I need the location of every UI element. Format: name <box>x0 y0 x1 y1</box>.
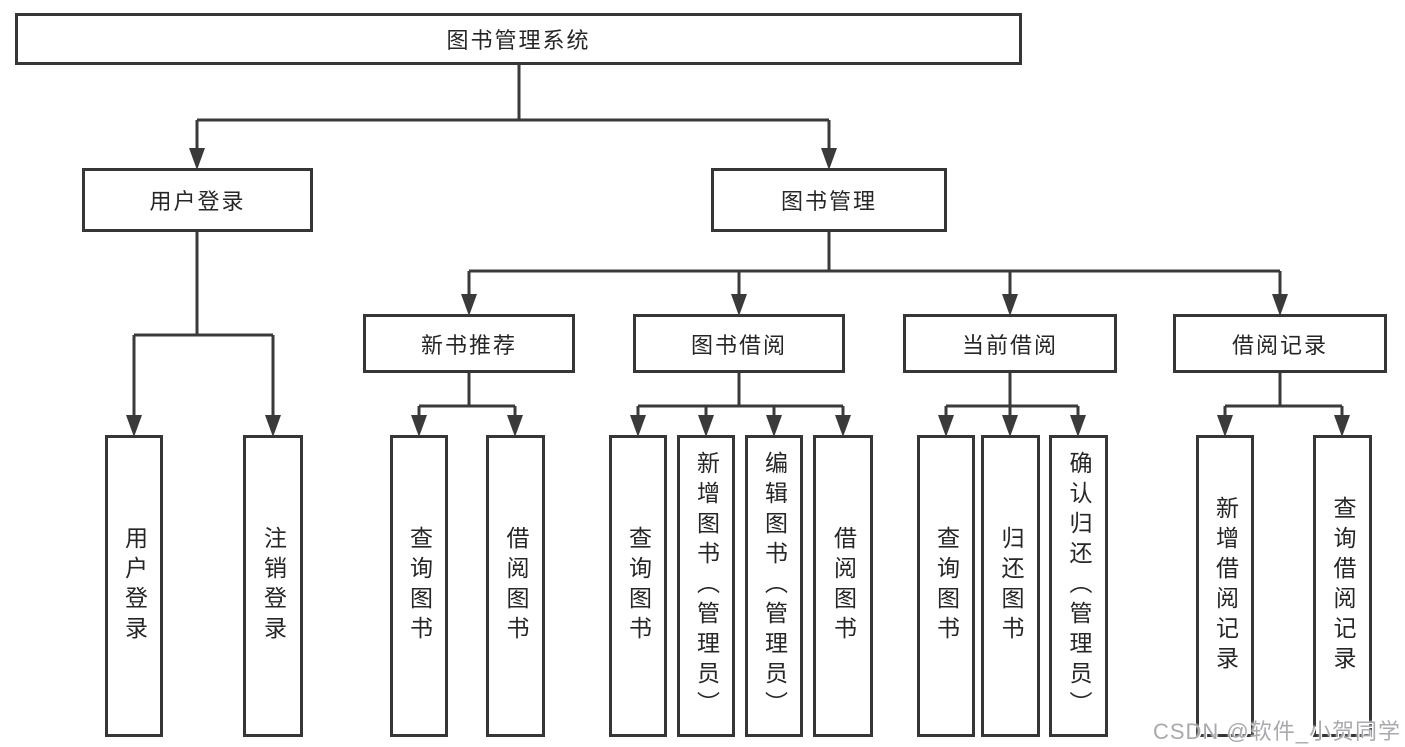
node-new-book-recommend: 新书推荐 <box>363 314 575 373</box>
leaf-recommend-query-book: 查询图书 <box>390 435 448 737</box>
leaf-query-borrow-record: 查询借阅记录 <box>1313 435 1372 737</box>
leaf-borrow-query-book: 查询图书 <box>609 435 667 737</box>
node-new-book-recommend-label: 新书推荐 <box>420 332 517 358</box>
leaf-add-book-admin: 新增图书（管理员） <box>677 435 735 737</box>
leaf-edit-book-admin: 编辑图书（管理员） <box>745 435 803 737</box>
leaf-user-login-label: 用户登录 <box>121 526 148 646</box>
leaf-add-borrow-record-label: 新增借阅记录 <box>1212 496 1239 676</box>
leaf-user-login: 用户登录 <box>105 435 163 737</box>
leaf-edit-book-admin-label: 编辑图书（管理员） <box>761 451 788 721</box>
leaf-return-book-label: 归还图书 <box>998 526 1024 646</box>
node-user-login: 用户登录 <box>82 168 313 232</box>
leaf-recommend-borrow-book: 借阅图书 <box>486 435 545 737</box>
leaf-confirm-return-admin: 确认归还（管理员） <box>1049 435 1108 737</box>
node-book-borrow-label: 图书借阅 <box>690 332 787 358</box>
watermark: CSDN @软件_小贺同学 <box>1152 719 1401 744</box>
leaf-recommend-borrow-book-label: 借阅图书 <box>503 526 529 646</box>
connector-lines <box>132 65 1344 429</box>
node-book-management: 图书管理 <box>711 168 947 232</box>
node-borrow-record-label: 借阅记录 <box>1231 332 1328 358</box>
leaf-add-borrow-record: 新增借阅记录 <box>1196 435 1254 737</box>
node-book-management-label: 图书管理 <box>780 189 877 214</box>
leaf-borrow-book-label: 借阅图书 <box>830 526 857 646</box>
leaf-borrow-query-book-label: 查询图书 <box>625 526 652 646</box>
node-current-borrow-label: 当前借阅 <box>961 332 1058 358</box>
leaf-add-book-admin-label: 新增图书（管理员） <box>693 451 720 721</box>
node-user-login-label: 用户登录 <box>149 189 246 214</box>
node-root-label: 图书管理系统 <box>446 28 591 53</box>
node-borrow-record: 借阅记录 <box>1173 314 1387 373</box>
node-root: 图书管理系统 <box>15 13 1022 65</box>
leaf-confirm-return-admin-label: 确认归还（管理员） <box>1066 451 1092 721</box>
leaf-logout-label: 注销登录 <box>260 526 287 646</box>
leaf-current-query-book: 查询图书 <box>917 435 975 737</box>
leaf-current-query-book-label: 查询图书 <box>933 526 960 646</box>
node-book-borrow: 图书借阅 <box>633 314 845 373</box>
node-current-borrow: 当前借阅 <box>903 314 1117 373</box>
leaf-query-borrow-record-label: 查询借阅记录 <box>1330 496 1356 676</box>
leaf-return-book: 归还图书 <box>981 435 1040 737</box>
leaf-borrow-book: 借阅图书 <box>813 435 873 737</box>
leaf-recommend-query-book-label: 查询图书 <box>406 526 433 646</box>
leaf-logout: 注销登录 <box>243 435 303 737</box>
